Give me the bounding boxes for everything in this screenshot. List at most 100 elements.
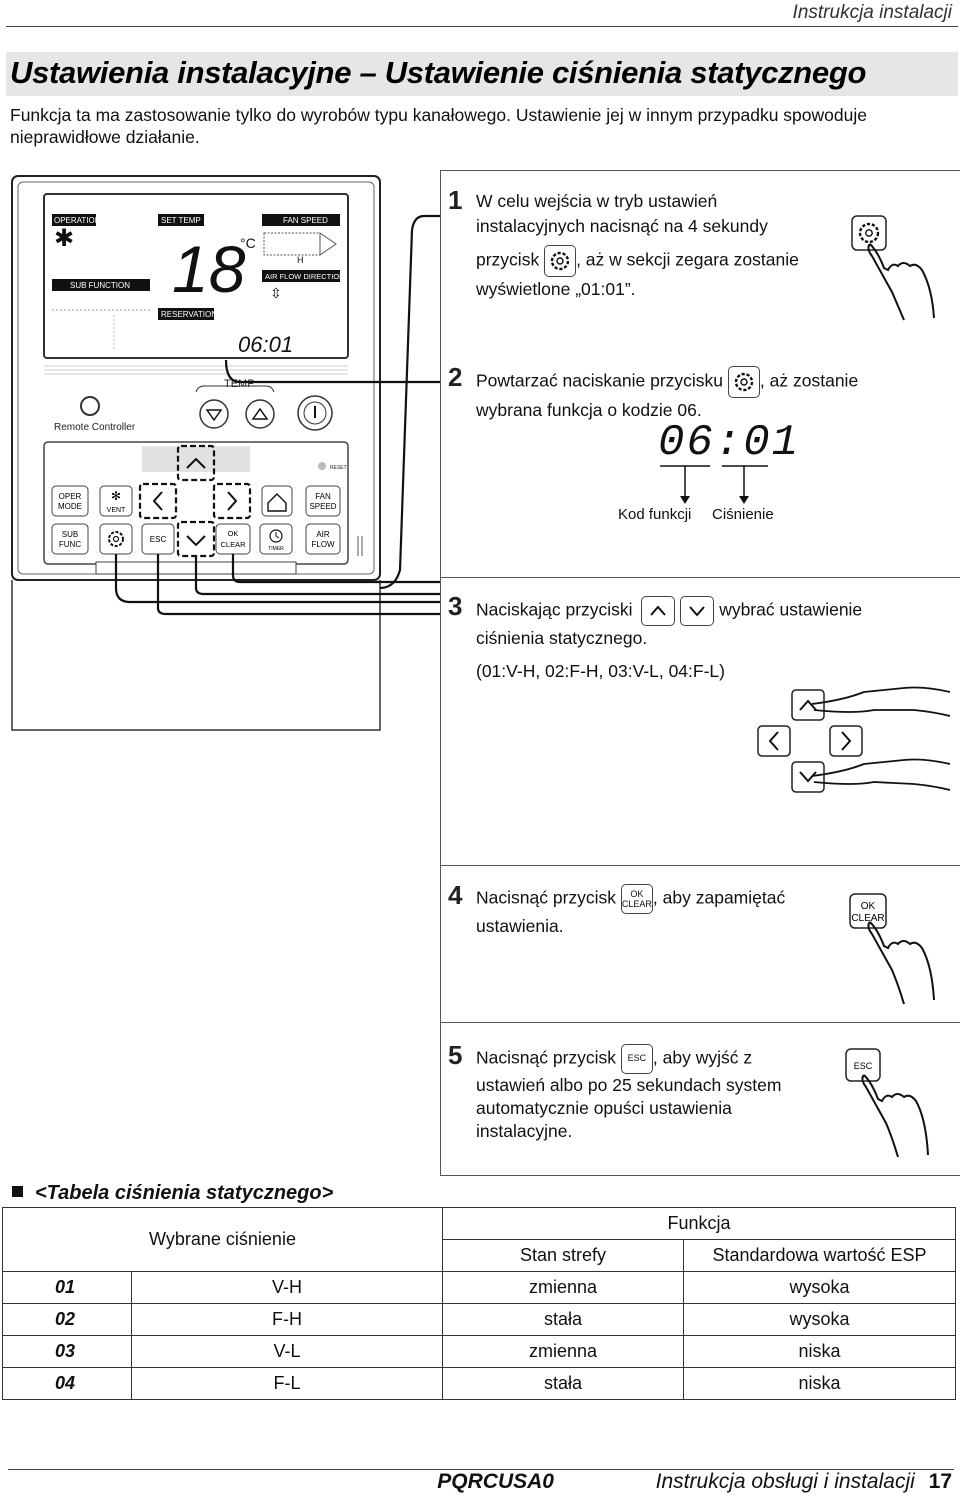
footer: PQRCUSA0 Instrukcja obsługi i instalacji… (437, 1470, 952, 1494)
oper-mode-label-2: MODE (58, 502, 82, 511)
step-5-line-1a: Nacisnąć przycisk (476, 1047, 617, 1068)
lcd-fan-speed-label: FAN SPEED (283, 216, 328, 225)
table-row: 01 V-H zmienna wysoka (2, 1271, 956, 1304)
ok-clear-icon-line-1: OK (630, 889, 644, 899)
hand-ok-label: OK (861, 901, 876, 912)
down-arrow-icon (680, 596, 715, 626)
row-esp: niska (683, 1335, 956, 1368)
row-zone: stała (442, 1303, 685, 1336)
fan-speed-label-2: SPEED (309, 502, 336, 511)
row-pressure: F-H (130, 1303, 444, 1336)
temp-label: TEMP (224, 378, 255, 390)
reset-label: RESET (330, 465, 347, 471)
step-5-number: 5 (448, 1040, 463, 1070)
table-title-text: <Tabela ciśnienia statycznego> (35, 1182, 334, 1204)
step-4-line-2: ustawienia. (476, 916, 564, 936)
row-esp: wysoka (683, 1271, 956, 1304)
step-2-line-1a: Powtarzać naciskanie przycisku (476, 370, 724, 391)
step-1-line-3a: przycisk (476, 249, 540, 270)
function-code-label: Kod funkcji (618, 506, 692, 523)
row-pressure: F-L (130, 1367, 444, 1400)
esc-button-icon: ESC (620, 1044, 653, 1074)
ok-clear-button[interactable]: OK CLEAR (215, 523, 251, 555)
static-pressure-table: Wybrane ciśnienie Funkcja Stan strefy St… (1, 1207, 956, 1400)
up-arrow-icon (641, 596, 676, 626)
step-1-line-3b: , aż w sekcji zegara zostanie (576, 249, 799, 270)
brand-label: Remote Controller (54, 422, 136, 433)
hand-esc-label: ESC (854, 1061, 873, 1071)
step-1-line-2: instalacyjnych nacisnąć na 4 sekundy (476, 216, 768, 236)
table-row: 04 F-L stała niska (2, 1367, 956, 1400)
home-temp-button[interactable] (261, 485, 293, 517)
power-button[interactable] (297, 395, 333, 431)
timer-button[interactable]: TIMER (259, 523, 293, 555)
step-1-line-4: wyświetlone „01:01”. (476, 279, 636, 299)
up-arrow-button[interactable] (176, 444, 216, 482)
hand-press-esc-icon: ESC (845, 1048, 929, 1158)
oper-mode-button[interactable]: OPER MODE (51, 485, 89, 517)
step-3-line-2: ciśnienia statycznego. (476, 628, 648, 648)
header-rule (6, 26, 958, 27)
pressure-label: Ciśnienie (712, 506, 774, 523)
row-code: 04 (2, 1367, 132, 1400)
step-4-number: 4 (448, 880, 463, 910)
lcd-temp-unit: °C (240, 235, 256, 251)
step-3-line-1b: wybrać ustawienie (719, 599, 863, 620)
step-4-line-1a: Nacisnąć przycisk (476, 887, 617, 908)
step-5-line-4: instalacyjne. (476, 1121, 573, 1141)
step-3-line-3: (01:V-H, 02:F-H, 03:V-L, 04:F-L) (476, 661, 725, 681)
settings-button[interactable] (99, 523, 133, 555)
hand-press-settings-icon (851, 215, 935, 321)
step-5-line-2: ustawień albo po 25 sekundach system (476, 1075, 782, 1095)
step-4-line-1b: , aby zapamiętać (652, 887, 786, 908)
ok-clear-icon-line-2: CLEAR (621, 899, 652, 909)
step-3-number: 3 (448, 591, 463, 621)
ok-clear-button-icon: OK CLEAR (620, 884, 653, 914)
step-1-line-1: W celu wejścia w tryb ustawień (476, 191, 718, 211)
vent-button[interactable]: ✻ VENT (99, 485, 133, 517)
step-3-text: Naciskając przyciski wybrać ustawienie c… (476, 596, 946, 684)
row-esp: niska (683, 1367, 956, 1400)
step-4-text: Nacisnąć przycisk OK CLEAR , aby zapamię… (476, 884, 856, 939)
lcd-fan-level: H (297, 255, 304, 265)
row-code: 01 (2, 1271, 132, 1304)
step-5-line-1b: , aby wyjść z (652, 1047, 753, 1068)
temp-down-button[interactable] (199, 399, 229, 429)
row-pressure: V-L (130, 1335, 444, 1368)
air-flow-arrow-icon: ⇳ (270, 285, 282, 301)
step-3-line-1a: Naciskając przyciski (476, 599, 633, 620)
step-5-text: Nacisnąć przycisk ESC, aby wyjść z ustaw… (476, 1044, 856, 1143)
row-code: 02 (2, 1303, 132, 1336)
table-row: 03 V-L zmienna niska (2, 1335, 956, 1368)
right-arrow-button[interactable] (212, 482, 252, 520)
step-1-number: 1 (448, 185, 463, 215)
page-number: 17 (928, 1470, 952, 1493)
footer-rule (8, 1469, 954, 1470)
step-1-text: W celu wejścia w tryb ustawień instalacy… (476, 189, 846, 302)
arrow-keys-hand-icon (757, 686, 951, 793)
col-esp: Standardowa wartość ESP (683, 1239, 956, 1272)
fan-icon: ✻ (111, 489, 121, 503)
display-callout-lines (660, 465, 768, 504)
table-title: <Tabela ciśnienia statycznego> (12, 1182, 333, 1205)
fan-speed-button[interactable]: FAN SPEED (305, 485, 341, 517)
fan-speed-label-1: FAN (315, 492, 331, 501)
esc-button[interactable]: ESC (141, 523, 175, 555)
temp-up-button[interactable] (245, 399, 275, 429)
left-arrow-button[interactable] (138, 482, 178, 520)
hand-clear-label: CLEAR (851, 913, 884, 924)
leader-lines (114, 214, 440, 616)
col-selected-pressure: Wybrane ciśnienie (1, 1207, 444, 1272)
lcd-air-flow-label: AIR FLOW DIRECTION (265, 272, 345, 281)
sub-func-button[interactable]: SUB FUNC (51, 523, 89, 555)
step-2-line-1b: , aż zostanie (759, 370, 859, 391)
ok-label: OK (228, 529, 239, 538)
lcd-clock: 06:01 (238, 332, 293, 357)
step-2-text: Powtarzać naciskanie przycisku , aż zost… (476, 366, 946, 423)
section-title: Ustawienia instalacyjne – Ustawienie ciś… (10, 55, 867, 90)
air-flow-button[interactable]: AIR FLOW (305, 523, 341, 555)
col-function: Funkcja (442, 1207, 956, 1240)
section-title-band (6, 52, 958, 96)
row-pressure: V-H (130, 1271, 444, 1304)
vent-label: VENT (107, 507, 126, 514)
